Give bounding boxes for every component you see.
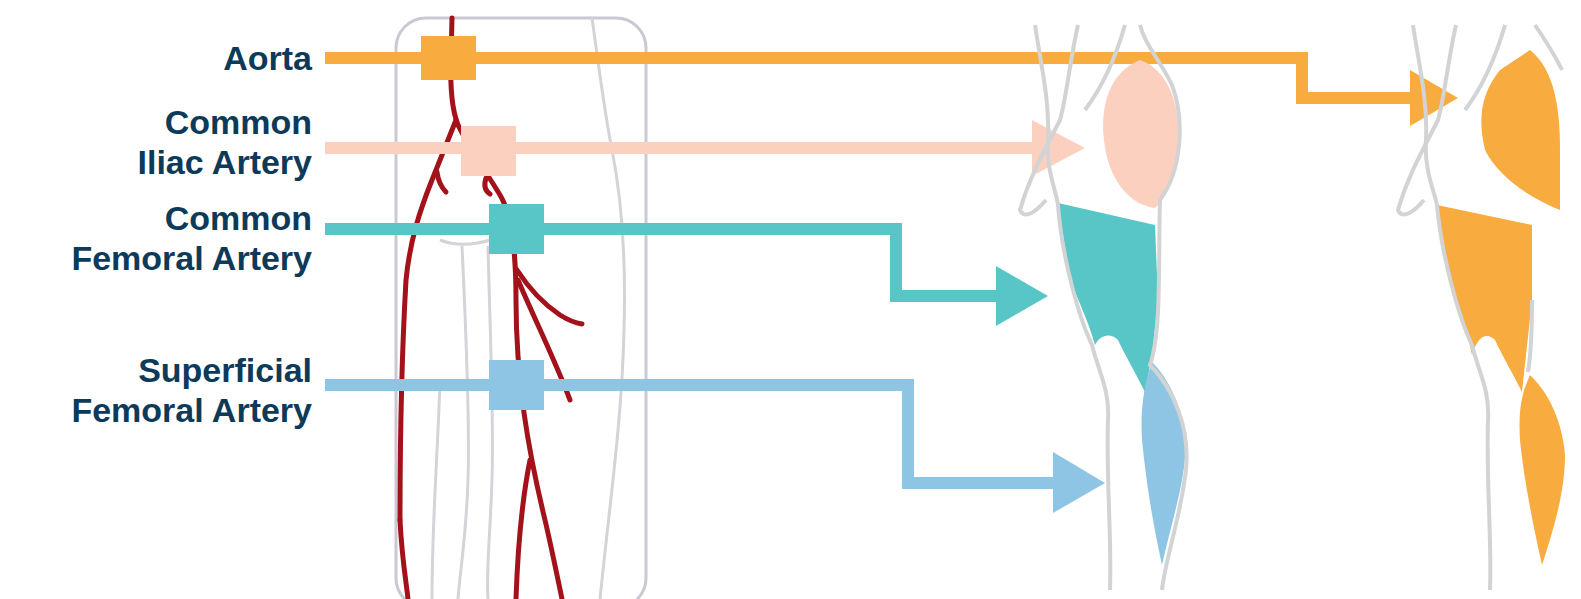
artery-tree	[400, 18, 582, 599]
artery-label: Aorta	[47, 38, 312, 78]
right-internal-iliac	[485, 178, 490, 194]
inner-leg-right	[487, 246, 492, 599]
superficial-marker	[489, 360, 544, 410]
femoral-arrowhead	[996, 266, 1048, 326]
left-internal-iliac	[437, 172, 446, 192]
aorta-leader	[325, 58, 1420, 98]
buttock-region	[1481, 50, 1560, 210]
back-contour	[1140, 25, 1187, 590]
body-contour-right	[592, 18, 625, 599]
aorta-arrowhead	[1410, 70, 1458, 126]
artery-label: Superficial Femoral Artery	[42, 350, 312, 430]
iliac-leader	[325, 142, 1040, 154]
thigh-region	[1437, 205, 1532, 392]
arm-back-contour	[1465, 25, 1505, 110]
lower-branch	[516, 460, 530, 599]
figure-one	[1020, 25, 1187, 590]
back-contour	[1535, 25, 1562, 70]
superficial-arrowhead	[1053, 452, 1105, 513]
aorta-marker	[421, 36, 476, 80]
inner-leg-left	[458, 246, 469, 599]
body-frame	[396, 18, 646, 599]
figure-one-outline	[1020, 25, 1187, 590]
calf-region	[1141, 362, 1186, 565]
groin-line	[440, 240, 490, 245]
artery-label: Common Femoral Artery	[42, 198, 312, 278]
superficial-leader	[325, 385, 1058, 483]
iliac-marker	[461, 126, 516, 176]
femoral-leader	[325, 229, 1002, 296]
figure-two-outline	[1398, 25, 1562, 590]
arm-contour	[1020, 25, 1078, 215]
left-lower-vessel	[400, 520, 408, 599]
femoral-marker	[489, 204, 544, 254]
artery-label: Common Iliac Artery	[107, 102, 312, 182]
figure-two	[1398, 25, 1565, 590]
outer-leg-left	[432, 380, 440, 599]
body-contour	[432, 18, 625, 599]
iliac-arrowhead	[1032, 120, 1085, 176]
arm-back-contour	[1085, 25, 1125, 110]
arm-contour	[1398, 25, 1456, 215]
right-iliac-vessel	[458, 125, 562, 599]
front-contour	[1413, 25, 1490, 590]
calf-region	[1519, 375, 1565, 565]
thigh-back-contour	[1528, 300, 1532, 372]
leader-lines	[325, 58, 1420, 483]
front-contour	[1035, 25, 1110, 590]
left-iliac-vessel	[400, 120, 456, 520]
